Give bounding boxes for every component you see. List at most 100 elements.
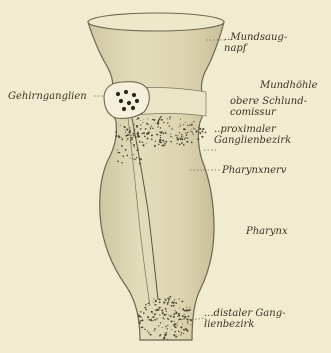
stipple-dot [187, 321, 188, 322]
stipple-dot [129, 130, 131, 132]
stipple-dot [175, 336, 177, 338]
stipple-dot [163, 302, 165, 304]
stipple-dot [181, 332, 182, 333]
stipple-dot [196, 132, 197, 133]
stipple-dot [167, 318, 169, 320]
stipple-dot [179, 308, 180, 309]
stipple-dot [174, 299, 175, 300]
label-pharynxnerv: Pharynxnerv [222, 165, 286, 176]
stipple-dot [197, 131, 198, 132]
stipple-dot [168, 314, 169, 315]
stipple-dot [147, 330, 148, 331]
stipple-dot [178, 319, 179, 320]
stipple-dot [198, 126, 199, 127]
stipple-dot [165, 332, 167, 334]
stipple-dot [161, 119, 163, 121]
stipple-dot [155, 141, 156, 142]
stipple-dot [187, 125, 188, 126]
stipple-dot [191, 131, 193, 133]
stipple-dot [140, 124, 141, 125]
stipple-dot [142, 319, 144, 321]
stipple-dot [164, 143, 166, 145]
mundsaugnapf-rim [88, 13, 224, 31]
stipple-dot [173, 305, 175, 307]
stipple-dot [169, 116, 171, 118]
label-obere-schlundcomissur: obere Schlund- comissur [230, 96, 307, 118]
stipple-dot [163, 318, 164, 319]
stipple-dot [185, 133, 186, 134]
label-mundhoehle: Mundhöhle [260, 80, 318, 91]
stipple-dot [180, 125, 181, 126]
stipple-dot [186, 134, 188, 136]
stipple-dot [160, 137, 161, 138]
stipple-dot [187, 138, 188, 139]
stipple-dot [192, 133, 193, 134]
stipple-dot [172, 136, 173, 137]
label-distaler-ganglienbezirk: ...distaler Gang- lienbezirk [204, 308, 286, 330]
stipple-dot [165, 132, 166, 133]
stipple-dot [121, 139, 123, 141]
stipple-dot [153, 298, 154, 299]
stipple-dot [139, 163, 141, 165]
stipple-dot [160, 135, 161, 136]
stipple-dot [186, 307, 187, 308]
stipple-dot [136, 157, 137, 158]
stipple-dot [121, 137, 122, 138]
stipple-dot [157, 122, 159, 124]
stipple-dot [152, 128, 154, 130]
ganglion-cell-dot [132, 93, 136, 97]
stipple-dot [144, 329, 145, 330]
stipple-dot [198, 139, 199, 140]
stipple-dot [150, 319, 152, 321]
stipple-dot [140, 311, 142, 313]
stipple-dot [144, 136, 146, 138]
stipple-dot [176, 312, 177, 313]
stipple-dot [118, 152, 120, 154]
stipple-dot [151, 134, 153, 136]
stipple-dot [174, 331, 175, 332]
stipple-dot [191, 320, 192, 321]
stipple-dot [137, 149, 139, 151]
stipple-dot [135, 159, 136, 160]
stipple-dot [168, 319, 169, 320]
stipple-dot [186, 330, 188, 332]
stipple-dot [118, 136, 120, 138]
stipple-dot [164, 334, 165, 335]
stipple-dot [179, 144, 181, 146]
stipple-dot [134, 146, 135, 147]
stipple-dot [182, 308, 184, 310]
stipple-dot [131, 139, 133, 141]
stipple-dot [170, 134, 171, 135]
stipple-dot [180, 334, 181, 335]
stipple-dot [193, 128, 194, 129]
stipple-dot [183, 329, 185, 331]
stipple-dot [157, 134, 159, 136]
stipple-dot [182, 323, 183, 324]
stipple-dot [153, 302, 154, 303]
stipple-dot [130, 138, 131, 139]
stipple-dot [117, 149, 118, 150]
stipple-dot [133, 158, 134, 159]
stipple-dot [167, 328, 168, 329]
stipple-dot [132, 133, 134, 135]
stipple-dot [181, 142, 183, 144]
stipple-dot [147, 118, 148, 119]
stipple-dot [166, 311, 167, 312]
stipple-dot [159, 301, 161, 303]
stipple-dot [201, 131, 203, 133]
stipple-dot [177, 325, 178, 326]
pharynx-shape [100, 92, 214, 340]
stipple-dot [137, 136, 139, 138]
stipple-dot [150, 128, 151, 129]
stipple-dot [148, 319, 150, 321]
stipple-dot [154, 313, 156, 315]
stipple-dot [171, 305, 173, 307]
stipple-dot [130, 135, 131, 136]
stipple-dot [162, 327, 163, 328]
stipple-dot [146, 309, 147, 310]
stipple-dot [133, 154, 134, 155]
stipple-dot [160, 127, 161, 128]
stipple-dot [137, 117, 139, 119]
stipple-dot [141, 159, 142, 160]
